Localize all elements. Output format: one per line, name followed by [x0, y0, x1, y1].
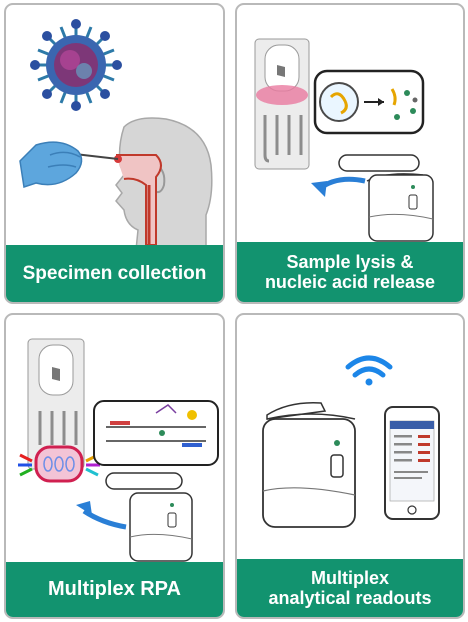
- specimen-collection-illustration: [19, 19, 213, 251]
- caption-specimen-collection: Specimen collection: [6, 245, 223, 302]
- analytical-readouts-illustration: [262, 355, 440, 528]
- panel-analytical-readouts: Multiplex analytical readouts: [235, 313, 465, 619]
- caption-multiplex-rpa: Multiplex RPA: [6, 562, 223, 617]
- rpa-callout: [93, 400, 219, 466]
- panel-sample-lysis: Sample lysis & nucleic acid release: [235, 3, 465, 304]
- caption-line: Multiplex: [310, 567, 389, 588]
- caption-sample-lysis: Sample lysis & nucleic acid release: [237, 242, 463, 302]
- caption-line: analytical readouts: [268, 588, 432, 608]
- caption-line: Sample lysis &: [286, 251, 414, 272]
- sample-lysis-illustration: [254, 38, 434, 242]
- caption-line: Specimen collection: [22, 262, 207, 284]
- panel-multiplex-rpa: Multiplex RPA: [4, 313, 225, 619]
- caption-line: nucleic acid release: [264, 272, 436, 292]
- analyzer-device: [338, 154, 434, 242]
- lysis-callout: [313, 69, 425, 135]
- caption-line: Multiplex RPA: [48, 578, 181, 601]
- analyzer-device: [262, 402, 356, 528]
- blue-arrow: [82, 508, 127, 530]
- wifi-icon: [345, 355, 393, 386]
- multiplex-rpa-illustration: [18, 338, 219, 562]
- coronavirus-icon: [30, 19, 122, 111]
- analyzer-device: [105, 472, 193, 562]
- microfluidic-chip: [18, 338, 100, 483]
- smartphone: [384, 406, 440, 520]
- microfluidic-chip: [254, 38, 310, 170]
- panel-specimen-collection: Specimen collection: [4, 3, 225, 304]
- head-silhouette: [114, 117, 213, 251]
- caption-analytical-readouts: Multiplex analytical readouts: [237, 559, 463, 617]
- swab-hand: [19, 141, 119, 188]
